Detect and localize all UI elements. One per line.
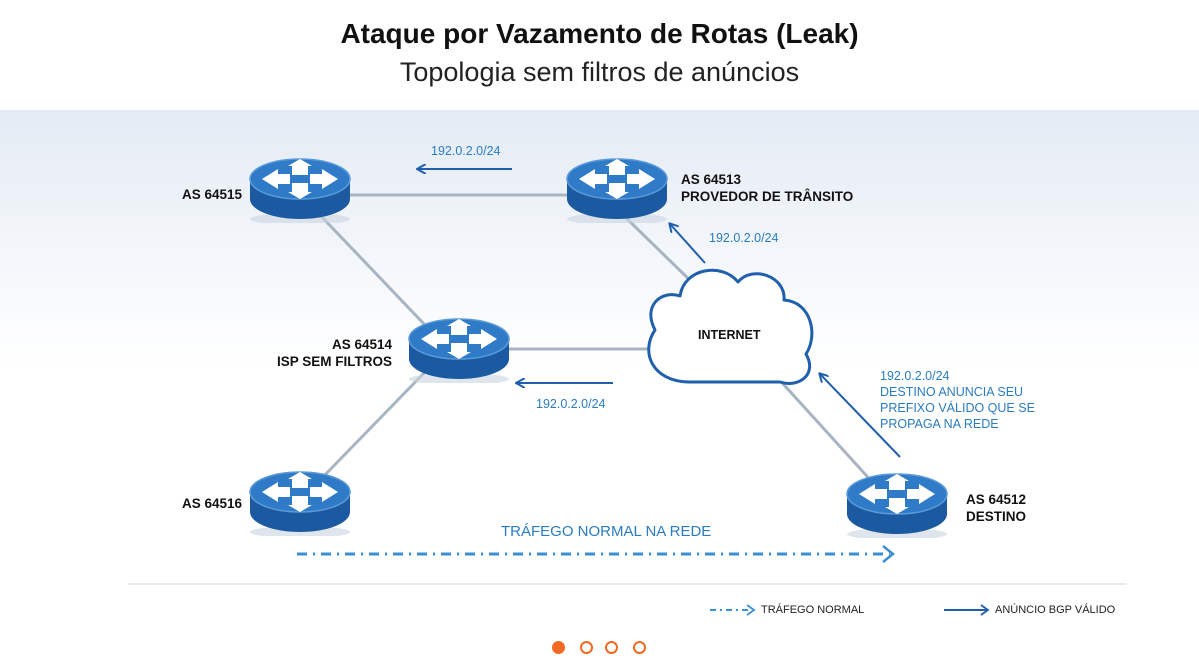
router-as64514 — [408, 318, 510, 383]
pagination-dot-3[interactable] — [605, 641, 618, 654]
link-64515-64514 — [318, 213, 427, 327]
label-as64512: AS 64512 DESTINO — [966, 492, 1027, 524]
router-as64512 — [846, 473, 948, 538]
announce-label-destination: 192.0.2.0/24 DESTINO ANUNCIA SEU PREFIXO… — [880, 369, 1035, 431]
router-as64515 — [249, 158, 351, 223]
header: Ataque por Vazamento de Rotas (Leak) Top… — [0, 0, 1199, 110]
pagination — [552, 641, 652, 657]
pagination-dot-4[interactable] — [633, 641, 646, 654]
announce-label-top: 192.0.2.0/24 — [431, 144, 501, 158]
page-title: Ataque por Vazamento de Rotas (Leak) — [340, 18, 859, 49]
label-as64513: AS 64513 PROVEDOR DE TRÂNSITO — [681, 172, 854, 204]
legend-valid-bgp-label: ANÚNCIO BGP VÁLIDO — [995, 604, 1116, 616]
label-as64515: AS 64515 — [181, 187, 242, 202]
label-as64516: AS 64516 — [181, 496, 242, 511]
internet-cloud — [647, 268, 814, 385]
announce-label-to-isp: 192.0.2.0/24 — [536, 397, 606, 411]
pagination-dot-2[interactable] — [580, 641, 593, 654]
link-64514-64516 — [318, 370, 427, 482]
label-as64514: AS 64514 ISP SEM FILTROS — [276, 337, 392, 369]
announce-label-to-transit: 192.0.2.0/24 — [709, 231, 779, 245]
link-64513-internet — [618, 210, 702, 292]
legend-normal-traffic-label: TRÁFEGO NORMAL — [761, 604, 865, 616]
label-internet: INTERNET — [698, 328, 761, 342]
arrow-announce-to-transit — [670, 224, 706, 264]
router-as64516 — [249, 471, 351, 536]
normal-traffic-arrowhead — [882, 545, 896, 563]
arrow-announce-from-destination — [820, 374, 901, 458]
pagination-dot-1[interactable] — [552, 641, 565, 654]
link-internet-64512 — [773, 373, 877, 487]
normal-traffic-label: TRÁFEGO NORMAL NA REDE — [501, 523, 712, 540]
router-as64513 — [566, 158, 668, 223]
page-subtitle: Topologia sem filtros de anúncios — [399, 57, 800, 87]
